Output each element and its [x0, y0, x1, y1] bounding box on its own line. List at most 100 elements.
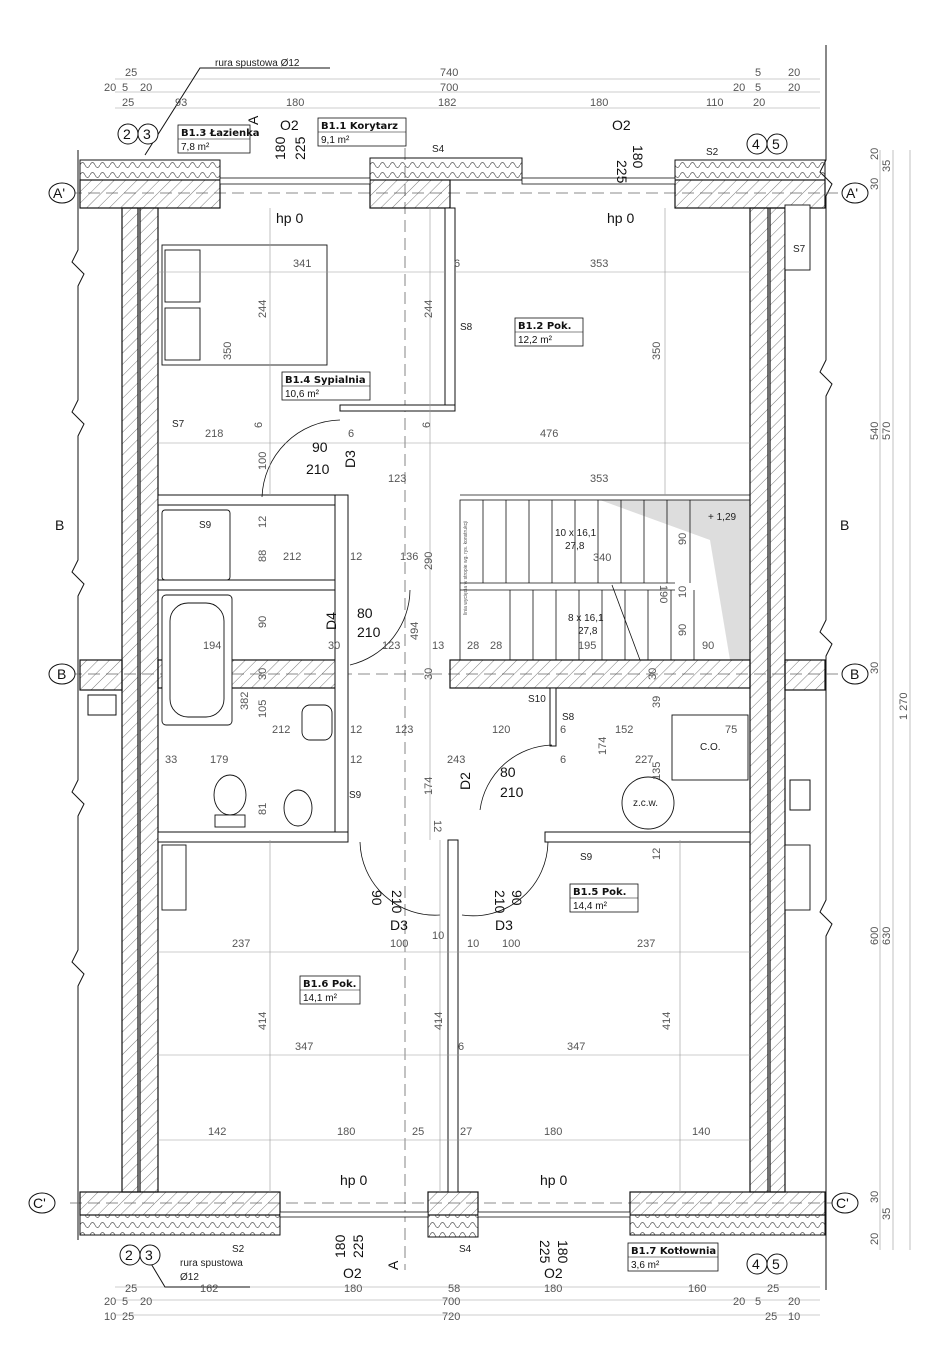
- marker-label: S9: [580, 852, 593, 863]
- door-swings: [261, 419, 553, 917]
- dimension-label: 179: [210, 754, 228, 766]
- dimension-label: 290: [423, 552, 435, 570]
- dim: 10: [104, 1311, 116, 1323]
- room-name: B1.6 Pok.: [303, 979, 356, 990]
- room-area: 7,8 m²: [181, 142, 210, 153]
- room-name: B1.7 Kotłownia: [631, 1246, 716, 1257]
- bottom-dimensions: 25 162 180 58 180 160 25 20 5 20 700 20 …: [104, 1283, 800, 1323]
- dimension-label: 10: [467, 938, 479, 950]
- dimension-label: 210: [357, 624, 381, 640]
- dimension-label: 6: [253, 422, 265, 428]
- dimension-label: 6: [560, 724, 566, 736]
- dim: 162: [200, 1283, 218, 1295]
- downpipe-note-bottom: rura spustowa: [180, 1258, 243, 1269]
- marker-label: + 1,29: [708, 512, 737, 523]
- dimension-label: 174: [597, 737, 609, 755]
- dimension-label: 244: [423, 300, 435, 318]
- dim: 93: [175, 97, 187, 109]
- dim: 35: [881, 160, 893, 172]
- marker-label: O2: [343, 1265, 362, 1281]
- dim: 25: [765, 1311, 777, 1323]
- section-b-left: B: [55, 517, 64, 533]
- window-bottom-left: [279, 1211, 429, 1218]
- dimension-label: 341: [293, 258, 311, 270]
- dimension-label: 414: [661, 1012, 673, 1030]
- dimension-label: 80: [500, 764, 516, 780]
- dim: 25: [122, 1311, 134, 1323]
- dimension-label: 225: [292, 136, 308, 160]
- washbasin: [301, 704, 333, 741]
- dimension-label: 340: [593, 552, 611, 564]
- marker-label: hp 0: [340, 1172, 367, 1188]
- dim: 20: [104, 1296, 116, 1308]
- axis-label: A': [846, 185, 858, 201]
- dimension-label: 120: [492, 724, 510, 736]
- dimension-label: 212: [272, 724, 290, 736]
- dimension-label: 12: [350, 754, 362, 766]
- dim: 58: [448, 1283, 460, 1295]
- left-break-line: [71, 150, 85, 1240]
- room-area: 10,6 m²: [285, 389, 320, 400]
- dim: 30: [869, 662, 881, 674]
- window-bottom-right: [477, 1211, 631, 1218]
- room-area: 12,2 m²: [518, 335, 553, 346]
- axis-c-prime-right: [831, 1192, 859, 1214]
- room-area: 3,6 m²: [631, 1260, 660, 1271]
- dimension-label: 136: [400, 551, 418, 563]
- dimension-label: 142: [208, 1126, 226, 1138]
- staircase: [459, 494, 751, 661]
- window-top-left: [219, 177, 371, 185]
- marker-label: C.O.: [700, 742, 721, 753]
- dimension-label: 180: [544, 1126, 562, 1138]
- axis-a-prime-left: [48, 182, 76, 204]
- axis-b-right: [841, 663, 869, 685]
- dim: 20: [104, 82, 116, 94]
- marker-label: z.c.w.: [633, 798, 658, 809]
- dim: 20: [733, 82, 745, 94]
- dim: 180: [286, 97, 304, 109]
- axis-label: 4: [752, 136, 760, 152]
- marker-label: S10: [528, 694, 546, 705]
- dimension-label: 237: [232, 938, 250, 950]
- dim: 5: [755, 82, 761, 94]
- dimension-label: 210: [492, 890, 508, 914]
- axis-label: C': [33, 1195, 46, 1211]
- marker-label: hp 0: [540, 1172, 567, 1188]
- dimension-label: 6: [458, 1041, 464, 1053]
- dim: 180: [544, 1283, 562, 1295]
- marker-label: S7: [172, 419, 185, 430]
- room-name: B1.1 Korytarz: [321, 121, 398, 132]
- marker-label: O2: [612, 117, 631, 133]
- dim: 20: [869, 1233, 881, 1245]
- room-area: 14,1 m²: [303, 993, 338, 1004]
- dimension-label: 476: [540, 428, 558, 440]
- dim: 25: [767, 1283, 779, 1295]
- marker-label: hp 0: [607, 210, 634, 226]
- room-name: B1.4 Sypialnia: [285, 375, 366, 386]
- dimension-label: 90: [702, 640, 714, 652]
- stair-void-shade: [600, 500, 750, 660]
- axis-label: C': [836, 1195, 849, 1211]
- dimension-label: 30: [257, 668, 269, 680]
- dimension-label: 13: [432, 640, 444, 652]
- bidet: [283, 789, 313, 827]
- dimension-label: 347: [295, 1041, 313, 1053]
- dimension-label: 25: [412, 1126, 424, 1138]
- window-top-right: [521, 177, 676, 185]
- dimension-label: 80: [357, 605, 373, 621]
- dimension-label: 174: [423, 777, 435, 795]
- dimension-lines: [115, 78, 911, 1316]
- shower-tray: [161, 509, 231, 581]
- dimension-label: linia wycięcia w stropie wg. rys. konstr…: [463, 521, 469, 615]
- marker-label: S4: [432, 144, 445, 155]
- dimension-label: 6: [454, 258, 460, 270]
- dimension-label: 90: [677, 533, 689, 545]
- marker-label: O2: [280, 117, 299, 133]
- dim: 740: [440, 67, 458, 79]
- fixtures: [161, 204, 811, 911]
- dim: 700: [440, 82, 458, 94]
- room-area: 14,4 m²: [573, 901, 608, 912]
- water-heater: [621, 776, 675, 830]
